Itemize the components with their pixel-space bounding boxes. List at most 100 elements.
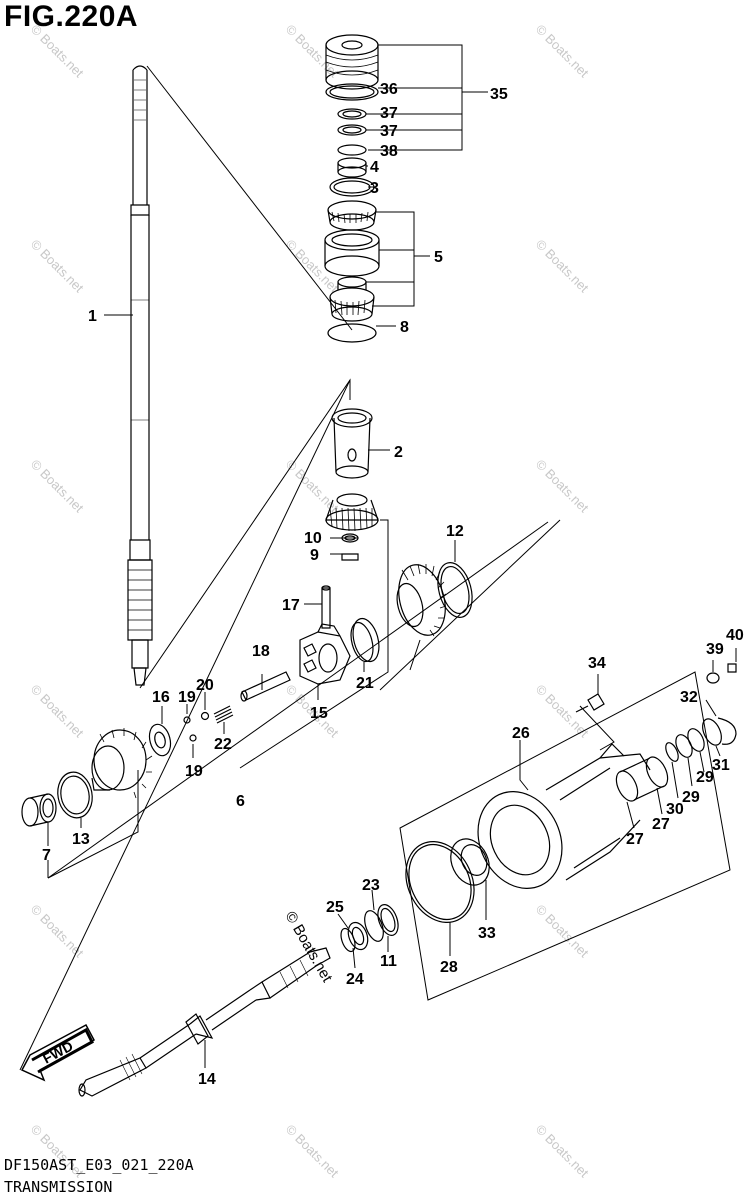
callout-20: 20 [196, 677, 214, 694]
callout-27: 27 [626, 831, 644, 848]
watermark: © Boats.net [533, 1122, 592, 1181]
ball-part-19 [189, 734, 197, 742]
callout-6: 6 [236, 793, 245, 810]
callout-22: 22 [214, 736, 232, 753]
callout-labels: 1 2 3 4 5 6 7 8 9 10 11 12 13 14 15 16 1… [40, 81, 744, 1088]
ball-part-20 [200, 711, 210, 721]
watermark: © Boats.net [283, 237, 342, 296]
watermark: © Boats.net [28, 902, 87, 961]
watermark: © Boats.net [28, 457, 87, 516]
watermark: © Boats.net [533, 237, 592, 296]
forward-gear [396, 563, 447, 637]
clutch-dog-part-15 [299, 623, 351, 685]
callout-23: 23 [362, 877, 380, 894]
washer-part-24 [347, 921, 369, 951]
callout-18: 18 [252, 643, 270, 660]
watermark: © Boats.net [28, 237, 87, 296]
callout-4: 4 [370, 159, 379, 176]
ring-part-13 [57, 771, 93, 819]
pinion-gear [325, 493, 379, 532]
callout-5: 5 [434, 249, 443, 266]
callout-8: 8 [400, 319, 409, 336]
housing-part-26 [477, 743, 651, 889]
callout-32: 32 [680, 689, 698, 706]
watermark: © Boats.net [282, 909, 336, 986]
sleeve-part-2 [331, 408, 373, 479]
leader-lines [47, 44, 737, 1068]
propeller-shaft-part-14 [78, 947, 331, 1097]
callout-3: 3 [370, 180, 379, 197]
callout-1: 1 [88, 308, 97, 325]
bearing-part-7 [21, 793, 57, 827]
callout-36: 36 [380, 81, 398, 98]
callout-37: 37 [380, 105, 398, 122]
ball-part-19 [183, 716, 191, 724]
pinion-bearing-stack [324, 34, 380, 343]
callout-11: 11 [380, 953, 397, 970]
callout-29: 29 [696, 769, 714, 786]
ring-part-11 [377, 904, 399, 936]
spring-part-22 [213, 705, 234, 724]
watermarks: © Boats.net © Boats.net © Boats.net © Bo… [28, 22, 592, 1181]
figure-name: TRANSMISSION [4, 1178, 113, 1196]
seal-part-29 [687, 728, 705, 752]
pin-part-17 [321, 587, 331, 629]
callout-19: 19 [178, 689, 196, 706]
washer-part-31 [702, 718, 722, 746]
ring-part-21 [352, 617, 380, 663]
callout-30: 30 [666, 801, 684, 818]
callout-15: 15 [310, 705, 328, 722]
callout-26: 26 [512, 725, 530, 742]
callout-25: 25 [326, 899, 344, 916]
washer-part-16 [148, 723, 172, 757]
watermark: © Boats.net [283, 22, 342, 81]
callout-19: 19 [185, 763, 203, 780]
screw-part-40 [727, 663, 737, 673]
watermark: © Boats.net [533, 22, 592, 81]
callout-34: 34 [588, 655, 606, 672]
callout-38: 38 [380, 143, 398, 160]
callout-39: 39 [706, 641, 724, 658]
driveshaft-part-1 [127, 65, 153, 686]
figure-code: DF150AST_E03_021_220A [4, 1156, 194, 1174]
callout-12: 12 [446, 523, 464, 540]
callout-17: 17 [282, 597, 300, 614]
callout-24: 24 [346, 971, 364, 988]
bolt-part-34 [575, 693, 605, 713]
callout-16: 16 [152, 689, 170, 706]
nut-part-9 [341, 553, 359, 561]
watermark: © Boats.net [283, 1122, 342, 1181]
callout-14: 14 [198, 1071, 216, 1088]
callout-9: 9 [310, 547, 319, 564]
reverse-gear [91, 728, 153, 799]
washer-part-30 [665, 742, 679, 762]
ring-part-23 [364, 910, 384, 942]
bearing-part-33 [450, 838, 490, 886]
callout-33: 33 [478, 925, 496, 942]
circlip-part-32 [717, 717, 737, 745]
fwd-arrow-icon [20, 1023, 96, 1082]
callout-40: 40 [726, 627, 744, 644]
callout-28: 28 [440, 959, 458, 976]
figure-title: FIG.220A [4, 0, 139, 33]
callout-7: 7 [42, 847, 51, 864]
bearing-part-27 [645, 756, 669, 788]
watermark: © Boats.net [533, 457, 592, 516]
callout-10: 10 [304, 530, 322, 547]
bushing-part-39 [706, 672, 720, 684]
callout-2: 2 [394, 444, 403, 461]
o-ring-part-28 [405, 841, 475, 923]
callout-21: 21 [356, 675, 374, 692]
callout-37: 37 [380, 123, 398, 140]
callout-27: 27 [652, 816, 670, 833]
shim-part-12 [437, 562, 473, 618]
callout-29: 29 [682, 789, 700, 806]
watermark: © Boats.net [28, 22, 87, 81]
callout-31: 31 [712, 757, 730, 774]
callout-13: 13 [72, 831, 90, 848]
watermark: © Boats.net [533, 902, 592, 961]
watermark: © Boats.net [28, 682, 87, 741]
shaft-part-18 [241, 671, 291, 701]
callout-35: 35 [490, 86, 508, 103]
